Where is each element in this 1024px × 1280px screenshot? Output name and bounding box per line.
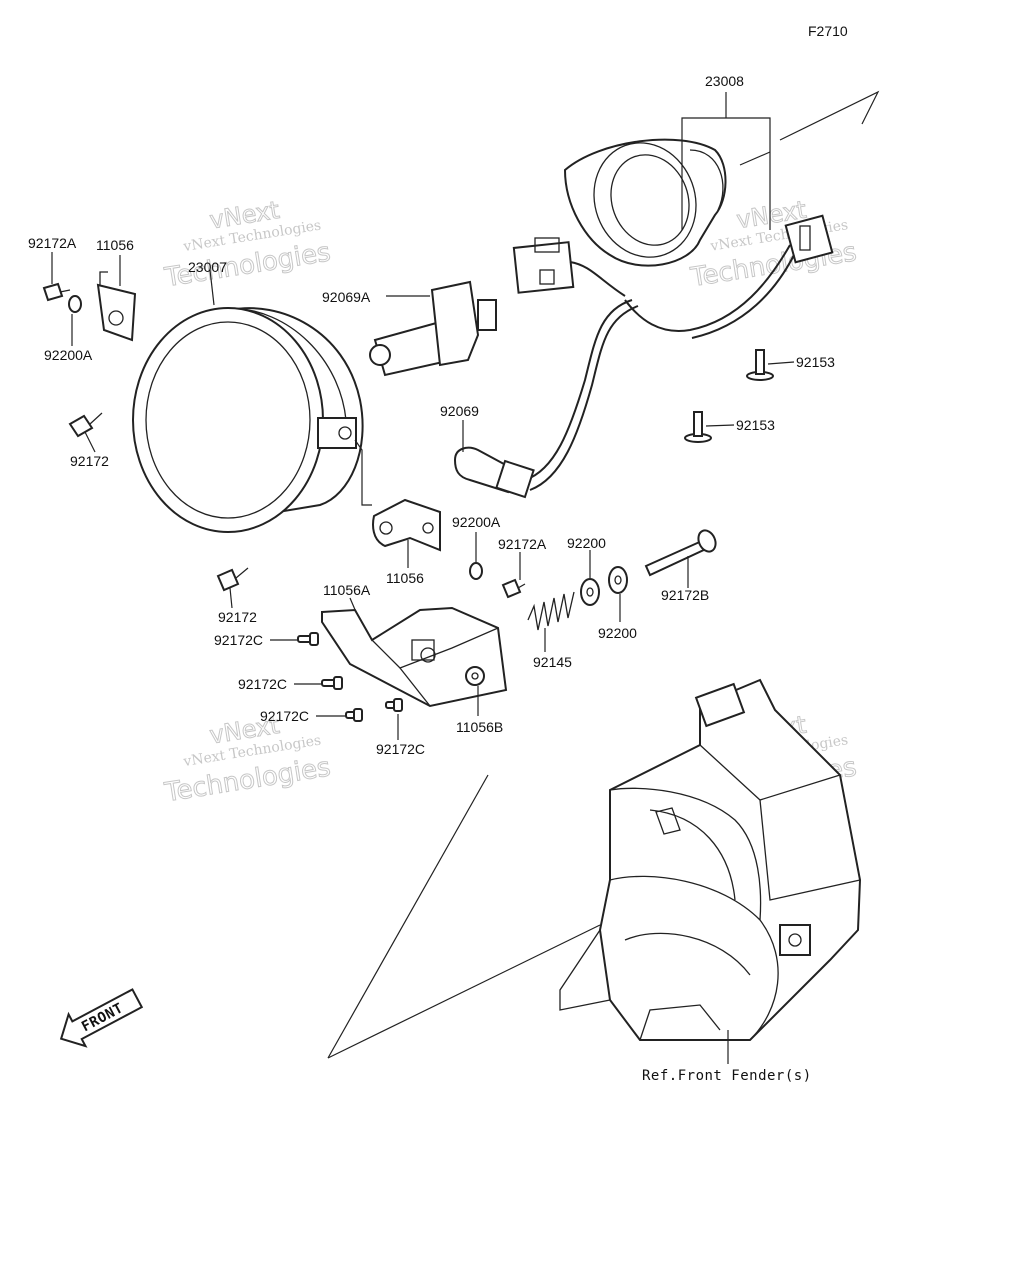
- svg-text:92069A: 92069A: [322, 289, 371, 305]
- svg-text:11056A: 11056A: [323, 582, 371, 598]
- svg-text:92172C: 92172C: [238, 676, 287, 692]
- screw-92153-b: 92153: [684, 411, 775, 443]
- svg-text:92200: 92200: [598, 625, 637, 641]
- svg-text:92172C: 92172C: [260, 708, 309, 724]
- svg-text:11056: 11056: [96, 237, 134, 253]
- screw-92172A-mid: 92172A: [498, 536, 547, 599]
- svg-text:Ref.Front Fender(s): Ref.Front Fender(s): [642, 1068, 812, 1084]
- bracket-11056-top: 11056: [96, 237, 137, 342]
- svg-text:11056: 11056: [386, 570, 424, 586]
- screw-92172C-a: 92172C: [214, 632, 319, 648]
- washer-92200-a: 92200: [567, 535, 606, 606]
- washer-92200A-top: 92200A: [44, 295, 93, 363]
- svg-text:92200A: 92200A: [452, 514, 501, 530]
- svg-text:23007: 23007: [188, 259, 227, 275]
- bracket-11056A-11056B: 11056A 11056B: [321, 582, 508, 735]
- svg-text:11056B: 11056B: [456, 719, 503, 735]
- bolt-92172B: 92172B: [644, 529, 717, 603]
- washer-92200A-mid: 92200A: [452, 514, 501, 580]
- bracket-11056-mid: 11056: [372, 498, 441, 586]
- screw-92172C-d: 92172C: [376, 698, 425, 757]
- svg-text:92069: 92069: [440, 403, 479, 419]
- screw-92153-a: 92153: [746, 349, 835, 381]
- svg-text:92153: 92153: [736, 417, 775, 433]
- screw-92172C-b: 92172C: [238, 676, 343, 692]
- svg-text:92172C: 92172C: [214, 632, 263, 648]
- callout-23008: 23008: [681, 73, 771, 230]
- bulb-92069: 92069: [440, 403, 535, 499]
- callout-23007: 23007: [188, 259, 227, 306]
- svg-text:92172A: 92172A: [28, 235, 77, 251]
- front-direction-arrow: FRONT: [59, 988, 144, 1048]
- svg-text:92200: 92200: [567, 535, 606, 551]
- svg-text:92153: 92153: [796, 354, 835, 370]
- svg-text:92200A: 92200A: [44, 347, 93, 363]
- screw-92172-top: 92172: [68, 412, 109, 469]
- screw-92172-mid: 92172: [216, 567, 257, 625]
- bulb-92069A: 92069A: [322, 280, 497, 377]
- figure-id: F2710: [808, 23, 848, 39]
- projection-lines: [327, 774, 601, 1059]
- svg-text:92145: 92145: [533, 654, 572, 670]
- callout-front-fender: Ref.Front Fender(s): [642, 1030, 812, 1084]
- spring-92145: 92145: [527, 591, 575, 670]
- screw-92172C-c: 92172C: [260, 708, 363, 724]
- screw-92172A-top: 92172A: [28, 235, 77, 302]
- svg-text:92172: 92172: [70, 453, 109, 469]
- watermark-upper-left: vNext Technologies vNext Technologies: [162, 195, 334, 293]
- washer-92200-b: 92200: [598, 566, 637, 641]
- view-arrow-top-right: [739, 90, 880, 166]
- svg-text:92172B: 92172B: [661, 587, 709, 603]
- socket-harness-23008: [512, 138, 834, 491]
- svg-text:92172C: 92172C: [376, 741, 425, 757]
- front-fender-housing: [559, 678, 862, 1041]
- svg-text:92172: 92172: [218, 609, 257, 625]
- headlight-unit-23007: [132, 307, 372, 533]
- svg-text:92172A: 92172A: [498, 536, 547, 552]
- svg-text:23008: 23008: [705, 73, 744, 89]
